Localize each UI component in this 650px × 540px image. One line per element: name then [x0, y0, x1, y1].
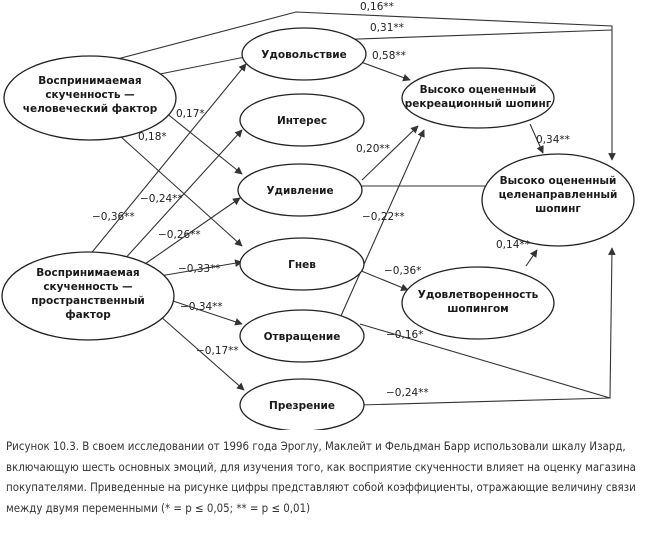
figure-caption: Рисунок 10.3. В своем исследовании от 19…: [6, 436, 646, 518]
node-label: Воспринимаемая: [38, 75, 141, 87]
node-surprise: Удивление: [237, 163, 363, 217]
coef-pleasure-recreational: 0,58**: [372, 50, 406, 62]
edge-human-anger: [119, 135, 243, 247]
coef-spatial-surprise: −0,24**: [140, 193, 183, 205]
node-human-crowding: Воспринимаемая скученность — человечески…: [3, 55, 177, 141]
node-anger: Гнев: [239, 237, 365, 291]
node-disgust: Отвращение: [239, 309, 365, 363]
edge-anger-satisfaction: [353, 267, 409, 291]
node-label: Высоко оцененный: [500, 175, 617, 187]
node-label: Удовольствие: [261, 49, 346, 61]
edge-disgust-recreational: [339, 129, 425, 319]
coef-surprise-recreational: 0,20**: [356, 143, 390, 155]
node-contempt: Презрение: [239, 378, 365, 430]
edge-recreational-task: [529, 123, 544, 154]
node-label: Отвращение: [264, 331, 341, 343]
path-diagram: Воспринимаемая скученность — человечески…: [1, 1, 635, 430]
edge-surprise-recreational: [361, 125, 419, 181]
node-label: человеческий фактор: [23, 103, 158, 115]
node-label: Презрение: [269, 400, 335, 412]
node-label: рекреационный шопинг: [405, 98, 552, 110]
coef-human-task: 0,31**: [370, 22, 404, 34]
node-label: Удивление: [266, 185, 333, 197]
coef-anger-satisfaction: −0,36*: [384, 265, 421, 277]
coef-spatial-pleasure: −0,36**: [92, 211, 135, 223]
edge-human-task: [129, 29, 613, 81]
coef-satisfaction-task: 0,14**: [496, 239, 530, 251]
coef-surprise-satisfaction: −0,22**: [362, 211, 405, 223]
nodes: Воспринимаемая скученность — человечески…: [1, 27, 635, 430]
node-label: фактор: [65, 309, 111, 321]
coef-disgust-task: −0,16*: [386, 329, 423, 341]
node-label: Гнев: [288, 259, 316, 271]
node-label: Высоко оцененный: [420, 84, 537, 96]
node-interest: Интерес: [239, 93, 365, 147]
edge-spatial-contempt: [159, 315, 245, 391]
edge-human-surprise: [159, 107, 243, 175]
edge-spatial-disgust: [169, 299, 243, 326]
edge-satisfaction-task: [525, 249, 538, 267]
coef-spatial-disgust: −0,34**: [180, 301, 223, 313]
node-label: Воспринимаемая: [36, 267, 139, 279]
edge-spatial-anger: [159, 259, 243, 277]
node-label: Интерес: [277, 115, 327, 127]
coef-human-anger: 0,18*: [138, 131, 167, 143]
coef-human-task-top: 0,16**: [360, 1, 394, 13]
node-recreational-shopping: Высоко оцененный рекреационный шопинг: [401, 67, 555, 129]
edge-contempt-task: [359, 397, 611, 406]
node-label: пространственный: [31, 295, 145, 307]
coef-spatial-interest: −0,26**: [158, 229, 201, 241]
edge-human-task-top: [59, 11, 616, 161]
coefficient-labels: 0,16** 0,31** 0,58** 0,17* 0,18* 0,34** …: [92, 1, 570, 399]
coef-recreational-task: 0,34**: [536, 134, 570, 146]
node-shopping-satisfaction: Удовлетворенность шопингом: [401, 266, 555, 340]
coef-spatial-contempt: −0,17**: [196, 345, 239, 357]
node-label: целенаправленный: [499, 189, 618, 201]
edge-spatial-pleasure: [83, 63, 247, 263]
coef-human-pleasure: 0,17*: [176, 108, 205, 120]
coef-spatial-anger: −0,33**: [178, 263, 221, 275]
node-task-shopping: Высоко оцененный целенаправленный шопинг: [481, 153, 635, 247]
edge-spatial-surprise: [121, 129, 243, 263]
figure-caption-text: В своем исследовании от 1996 года Эроглу…: [6, 439, 636, 515]
edges: [59, 11, 620, 406]
edge-spatial-interest: [141, 197, 241, 267]
node-label: шопинг: [535, 203, 581, 215]
node-label: скученность —: [43, 281, 132, 293]
coef-contempt-task: −0,24**: [386, 387, 429, 399]
node-label: Удовлетворенность: [418, 289, 539, 301]
node-pleasure: Удовольствие: [241, 27, 367, 81]
figure-label: Рисунок 10.3.: [6, 439, 80, 453]
node-label: шопингом: [447, 303, 509, 315]
node-spatial-crowding: Воспринимаемая скученность — пространств…: [1, 251, 175, 341]
node-label: скученность —: [45, 89, 134, 101]
